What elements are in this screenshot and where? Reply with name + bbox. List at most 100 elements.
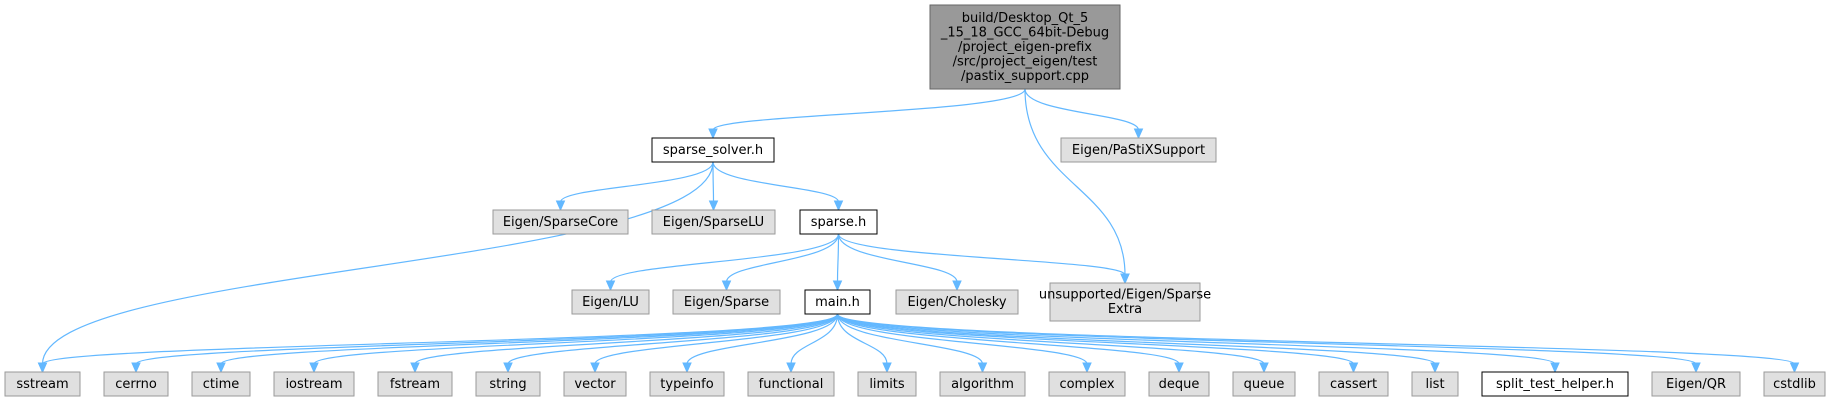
edge-arrowhead — [131, 362, 141, 374]
node-functional[interactable]: functional — [747, 371, 835, 397]
edge-main_h-to-cerrno — [131, 313, 839, 374]
edge-sparse_h-to-lu — [605, 233, 840, 292]
node-box — [1411, 371, 1459, 397]
node-box — [1048, 371, 1126, 397]
edge-line — [836, 313, 1180, 365]
node-ctime[interactable]: ctime — [191, 371, 251, 397]
edge-arrowhead — [977, 362, 988, 374]
node-label: fstream — [390, 377, 440, 392]
node-vector[interactable]: vector — [563, 371, 627, 397]
node-label: list — [1425, 377, 1444, 392]
edge-main_h-to-split — [836, 313, 1560, 374]
edge-arrowhead — [309, 362, 319, 374]
node-split[interactable]: split_test_helper.h — [1481, 371, 1629, 397]
node-label: ctime — [203, 377, 240, 392]
node-cholesky[interactable]: Eigen/Cholesky — [895, 289, 1019, 315]
node-box — [649, 371, 725, 397]
edge-line — [313, 313, 839, 365]
node-root[interactable]: build/Desktop_Qt_5_15_18_GCC_64bit-Debug… — [929, 4, 1121, 90]
node-box — [651, 209, 776, 235]
node-box — [191, 371, 251, 397]
node-box — [1763, 371, 1826, 397]
node-sparsecore[interactable]: Eigen/SparseCore — [492, 209, 629, 235]
node-label: Eigen/SparseLU — [663, 215, 764, 230]
node-algorithm[interactable]: algorithm — [939, 371, 1026, 397]
node-sparselu[interactable]: Eigen/SparseLU — [651, 209, 776, 235]
node-deque[interactable]: deque — [1148, 371, 1210, 397]
edge-arrowhead — [1691, 362, 1701, 374]
node-label: typeinfo — [660, 377, 713, 392]
edge-line — [836, 313, 1796, 365]
node-cassert[interactable]: cassert — [1318, 371, 1389, 397]
edge-main_h-to-cassert — [836, 313, 1359, 374]
edge-main_h-to-list — [836, 313, 1440, 374]
edge-line — [836, 313, 1697, 365]
node-label: /src/project_eigen/test — [953, 54, 1098, 69]
edge-sparse_solver-to-sparselu — [708, 161, 719, 212]
edge-line — [790, 313, 839, 365]
edge-arrowhead — [952, 280, 962, 292]
edge-main_h-to-vector — [590, 313, 839, 374]
node-queue[interactable]: queue — [1232, 371, 1296, 397]
node-main_h[interactable]: main.h — [804, 289, 871, 315]
node-sstream[interactable]: sstream — [4, 371, 81, 397]
edge-line — [725, 233, 840, 283]
node-label: vector — [574, 377, 616, 392]
edge-arrowhead — [503, 362, 513, 374]
edge-arrowhead — [216, 362, 226, 374]
edge-arrowhead — [590, 362, 600, 374]
node-label: /pastix_support.cpp — [961, 69, 1089, 84]
edge-arrowhead — [708, 128, 718, 140]
node-box — [1060, 137, 1217, 163]
edge-line — [41, 313, 839, 365]
node-pastix[interactable]: Eigen/PaStiXSupport — [1060, 137, 1217, 163]
node-box — [929, 4, 1121, 90]
node-cerrno[interactable]: cerrno — [103, 371, 169, 397]
edge-arrowhead — [1348, 362, 1359, 374]
node-complex[interactable]: complex — [1048, 371, 1126, 397]
edge-main_h-to-ctime — [216, 313, 839, 374]
node-typeinfo[interactable]: typeinfo — [649, 371, 725, 397]
node-box — [273, 371, 355, 397]
node-box — [1481, 371, 1629, 397]
node-string[interactable]: string — [475, 371, 541, 397]
node-esparse[interactable]: Eigen/Sparse — [672, 289, 781, 315]
node-box — [4, 371, 81, 397]
edge-main_h-to-functional — [786, 313, 839, 374]
node-iostream[interactable]: iostream — [273, 371, 355, 397]
node-box — [475, 371, 541, 397]
node-sparse_solver[interactable]: sparse_solver.h — [651, 137, 775, 163]
node-label: cerrno — [115, 377, 157, 392]
edge-line — [1024, 88, 1126, 276]
edge-line — [836, 313, 1355, 365]
node-box — [1318, 371, 1389, 397]
edge-arrowhead — [1174, 362, 1184, 374]
node-label: _15_18_GCC_64bit-Debug — [940, 25, 1109, 40]
node-label: complex — [1059, 377, 1114, 392]
edge-arrowhead — [786, 362, 796, 374]
node-qr[interactable]: Eigen/QR — [1651, 371, 1741, 397]
node-label: Eigen/Sparse — [684, 295, 769, 310]
edge-line — [836, 313, 1436, 365]
node-label: unsupported/Eigen/Sparse — [1039, 288, 1211, 303]
edge-arrowhead — [37, 362, 48, 374]
node-label: Eigen/LU — [582, 295, 639, 310]
edge-sparse_solver-to-sparse_h — [712, 161, 844, 212]
node-box — [747, 371, 835, 397]
node-label: string — [489, 377, 526, 392]
edge-line — [507, 313, 839, 365]
edge-arrowhead — [1550, 362, 1560, 374]
node-sparse_h[interactable]: sparse.h — [799, 209, 878, 235]
node-fstream[interactable]: fstream — [377, 371, 453, 397]
edge-main_h-to-fstream — [410, 313, 839, 374]
node-list[interactable]: list — [1411, 371, 1459, 397]
node-lu[interactable]: Eigen/LU — [571, 289, 650, 315]
edge-main_h-to-sstream — [37, 313, 839, 374]
edge-arrowhead — [555, 200, 566, 212]
node-limits[interactable]: limits — [857, 371, 917, 397]
edge-line — [135, 313, 839, 365]
node-box — [563, 371, 627, 397]
node-cstdlib[interactable]: cstdlib — [1763, 371, 1826, 397]
